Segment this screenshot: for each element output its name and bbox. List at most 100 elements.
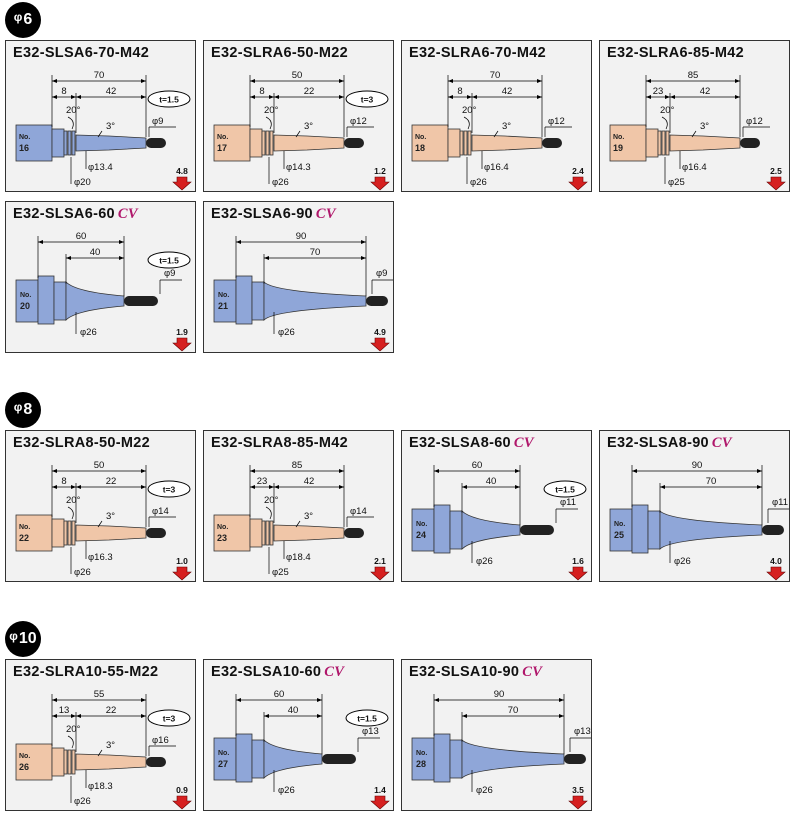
- dim-step2-arrow-left: [66, 256, 71, 260]
- product-title: E32-SLRA6-85-M42: [607, 45, 744, 61]
- model-name: E32-SLSA6-90: [211, 206, 313, 222]
- tool-ridge: [459, 130, 464, 156]
- dim-step1-arrow-right: [269, 95, 274, 99]
- dim-total-arrow-right: [141, 698, 146, 702]
- dim-total-label: 50: [292, 70, 303, 81]
- taper-leader: [493, 130, 499, 138]
- dim-d2: φ25: [272, 567, 289, 578]
- dim-taper: 3°: [106, 511, 115, 522]
- dim-d1: φ16.4: [484, 162, 509, 173]
- dim-taper: 3°: [700, 121, 709, 132]
- dim-d2: φ26: [476, 556, 493, 567]
- weight-indicator: 2.5: [766, 166, 786, 191]
- tool-ridge: [67, 520, 72, 546]
- dim-total-arrow-right: [361, 240, 366, 244]
- tool-collar: [51, 747, 65, 777]
- tool-no: 25: [614, 530, 624, 540]
- tool-collar: [631, 504, 649, 554]
- dim-step2-arrow-left: [76, 485, 81, 489]
- weight-value: 1.4: [374, 785, 386, 795]
- tool-rod: [322, 754, 356, 764]
- dim-d1: φ13.4: [88, 162, 113, 173]
- dim-step2-label: 42: [304, 476, 315, 487]
- dim-total-label: 60: [472, 460, 483, 471]
- thickness-label: t=1.5: [159, 95, 179, 105]
- dim-angle: 20°: [66, 105, 81, 116]
- tool-ridge: [661, 130, 666, 156]
- taper-leader: [295, 520, 301, 528]
- angle-arc: [463, 116, 470, 130]
- weight-indicator: 1.0: [172, 556, 192, 581]
- angle-arc: [265, 116, 272, 130]
- tool-taper: [75, 134, 147, 152]
- dim-total-arrow-left: [38, 240, 43, 244]
- down-arrow-icon: [370, 176, 390, 191]
- tool-no-prefix: No.: [19, 753, 30, 760]
- dim-step2-label: 22: [106, 705, 117, 716]
- dim-step2-arrow-left: [264, 714, 269, 718]
- tool-taper: [471, 134, 543, 152]
- weight-value: 1.0: [176, 556, 188, 566]
- dim-total-label: 55: [94, 689, 105, 700]
- down-arrow-icon: [370, 566, 390, 581]
- dim-step1-arrow-left: [646, 95, 651, 99]
- tool-no: 26: [19, 762, 29, 772]
- dim-total-arrow-right: [141, 469, 146, 473]
- dim-tip: φ11: [772, 497, 788, 508]
- model-name: E32-SLRA6-70-M42: [409, 45, 546, 61]
- tool-no: 16: [19, 143, 29, 153]
- dim-total-label: 90: [692, 460, 703, 471]
- dim-d2: φ26: [674, 556, 691, 567]
- tool-collar: [51, 518, 65, 548]
- dim-tip: φ11: [560, 497, 576, 508]
- tool-neck: [449, 739, 463, 779]
- dim-step2-arrow-right: [141, 95, 146, 99]
- dim-d2: φ26: [74, 567, 91, 578]
- dim-step1-arrow-left: [250, 95, 255, 99]
- down-arrow-icon: [568, 176, 588, 191]
- diameter-value: 8: [23, 401, 33, 418]
- weight-value: 4.8: [176, 166, 188, 176]
- dim-total-arrow-right: [537, 79, 542, 83]
- taper-leader: [97, 520, 103, 528]
- dim-step2-arrow-left: [274, 485, 279, 489]
- dim-step1-label: 13: [59, 705, 70, 716]
- tool-taper: [659, 510, 763, 550]
- dim-angle: 20°: [66, 495, 81, 506]
- thickness-label: t=1.5: [555, 485, 575, 495]
- weight-value: 3.5: [572, 785, 584, 795]
- dim-d2: φ26: [278, 327, 295, 338]
- tool-shank: [213, 124, 251, 162]
- tool-rod: [564, 754, 586, 764]
- down-arrow-icon: [370, 337, 390, 352]
- tool-taper: [669, 134, 741, 152]
- dim-total-arrow-left: [52, 698, 57, 702]
- tool-ridge: [63, 749, 68, 775]
- dim-total-label: 90: [296, 231, 307, 242]
- tool-taper: [273, 524, 345, 542]
- dim-step2-arrow-right: [559, 714, 564, 718]
- tool-ridge: [67, 749, 72, 775]
- weight-value: 1.9: [176, 327, 188, 337]
